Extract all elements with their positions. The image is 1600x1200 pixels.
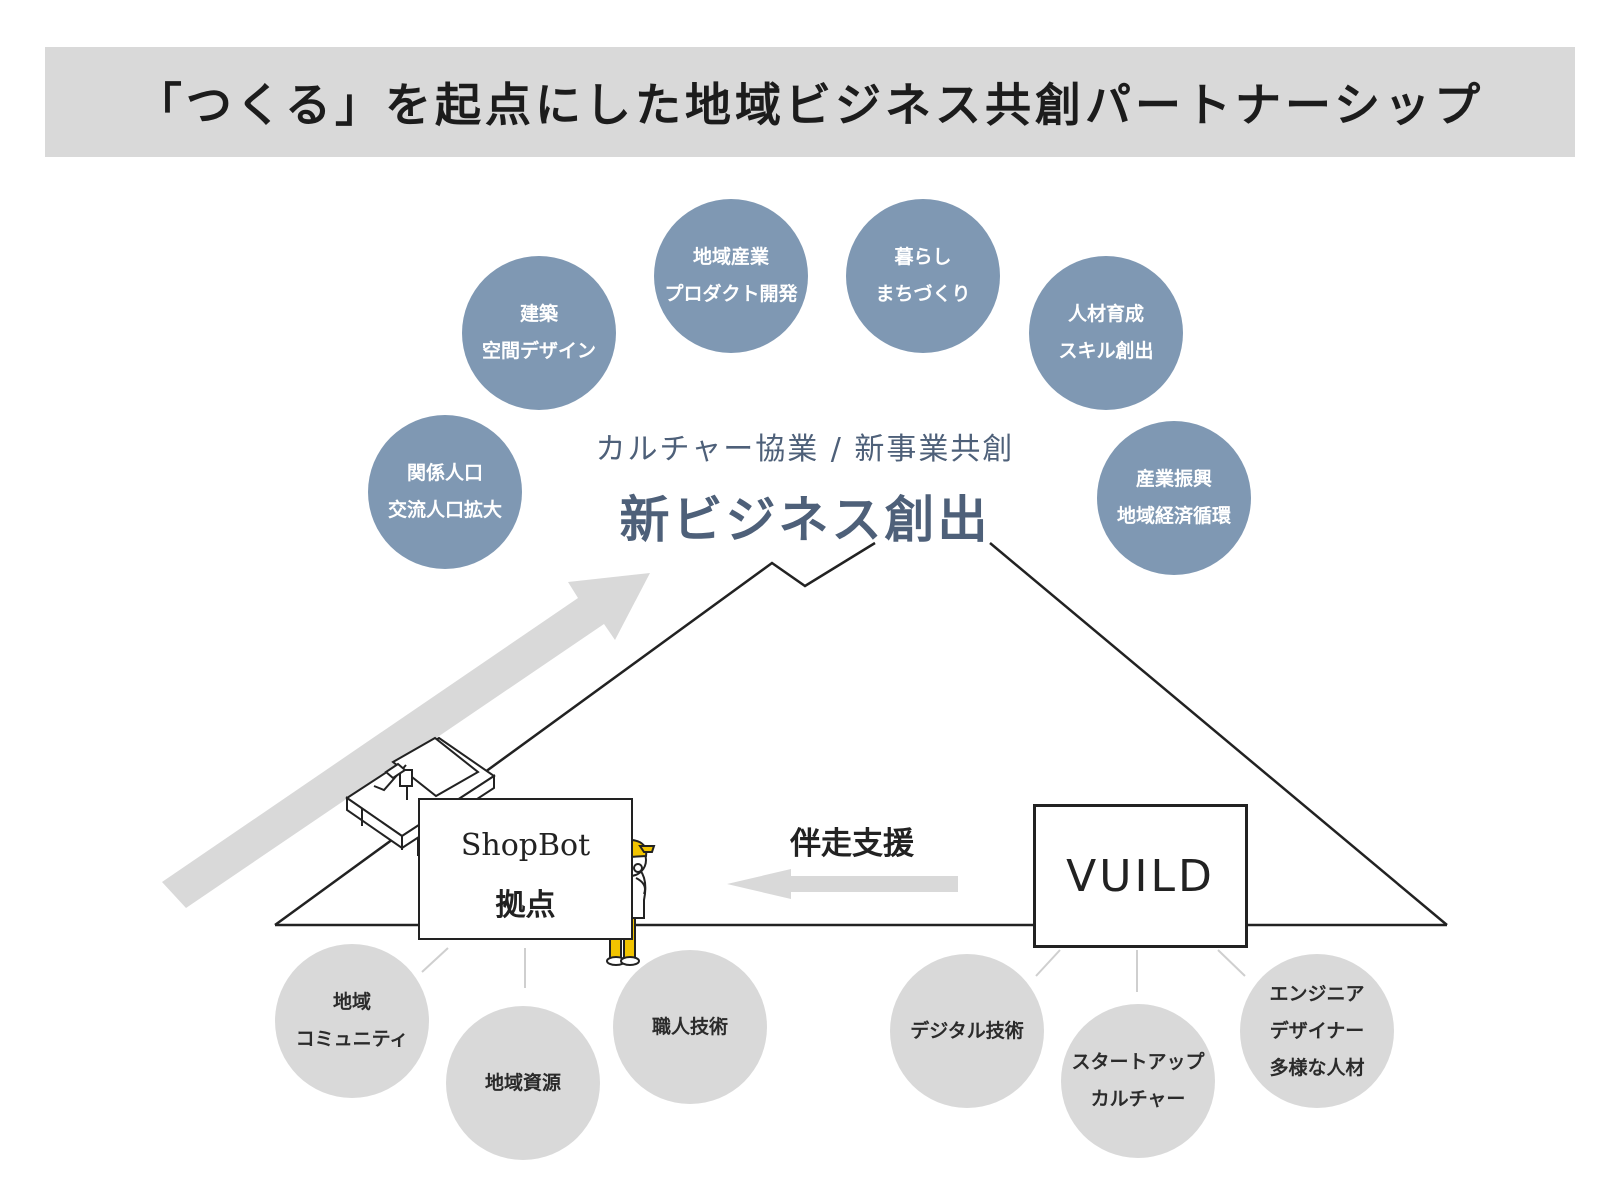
resource-circle-digital-technology: デジタル技術 — [890, 954, 1044, 1108]
resource-label: コミュニティ — [295, 1028, 409, 1050]
resource-label: デジタル技術 — [910, 1019, 1024, 1042]
resource-label: 職人技術 — [651, 1015, 728, 1038]
vuild-name: VUILD — [1066, 850, 1215, 902]
shopbot-name: ShopBot — [460, 828, 591, 863]
outcome-circle-industry-promotion: 産業振興 地域経済循環 — [1097, 421, 1251, 575]
outcome-label: 暮らし — [894, 246, 952, 268]
outcome-label: 地域産業 — [692, 246, 769, 268]
resource-circle-startup-culture: スタートアップ カルチャー — [1061, 1004, 1215, 1158]
support-label: 伴走支援 — [790, 826, 914, 862]
resource-circle-craftsmanship: 職人技術 — [613, 950, 767, 1104]
outcome-label: 産業振興 — [1135, 468, 1212, 490]
resource-label: デザイナー — [1269, 1019, 1365, 1042]
resource-label: エンジニア — [1269, 982, 1365, 1005]
growth-arrow — [162, 573, 650, 908]
shopbot-sub-label: 拠点 — [495, 888, 556, 923]
outcome-label: 空間デザイン — [481, 340, 596, 362]
outcome-circle-local-industry: 地域産業 プロダクト開発 — [654, 199, 808, 353]
title-bar: 「つくる」を起点にした地域ビジネス共創パートナーシップ — [45, 47, 1575, 157]
connector-line — [1217, 949, 1246, 977]
outcome-label: スキル創出 — [1058, 340, 1154, 362]
outcome-label: 地域経済循環 — [1116, 505, 1231, 527]
page-title: 「つくる」を起点にした地域ビジネス共創パートナーシップ — [135, 78, 1485, 132]
outcome-label: 建築 — [519, 303, 558, 325]
outcome-circle-talent-development: 人材育成 スキル創出 — [1029, 256, 1183, 410]
outcome-circle-relationship-population: 関係人口 交流人口拡大 — [368, 415, 522, 569]
connector-line — [1035, 949, 1061, 977]
shopbot-box — [418, 798, 633, 940]
mountain-outline — [274, 541, 876, 927]
outcome-label: まちづくり — [875, 283, 971, 305]
resource-circle-local-resources: 地域資源 — [446, 1006, 600, 1160]
resource-label: カルチャー — [1090, 1088, 1186, 1110]
support-arrow — [727, 869, 958, 899]
resource-label: 地域資源 — [484, 1071, 561, 1094]
outcome-circle-architecture: 建築 空間デザイン — [462, 256, 616, 410]
resource-circle-diverse-talent: エンジニア デザイナー 多様な人材 — [1240, 954, 1394, 1108]
connector-line — [421, 947, 449, 973]
outcome-label: 交流人口拡大 — [387, 499, 502, 521]
center-subtitle: カルチャー協業 / 新事業共創 — [595, 432, 1015, 467]
resource-label: スタートアップ — [1071, 1051, 1205, 1073]
resource-circle-local-community: 地域 コミュニティ — [275, 944, 429, 1098]
vuild-box: VUILD — [1033, 804, 1248, 948]
center-main-title: 新ビジネス創出 — [619, 491, 991, 549]
resource-label: 地域 — [332, 991, 371, 1013]
outcome-label: 人材育成 — [1067, 303, 1144, 325]
outcome-circle-living: 暮らし まちづくり — [846, 199, 1000, 353]
outcome-label: 関係人口 — [406, 462, 483, 484]
resource-label: 多様な人材 — [1269, 1056, 1365, 1079]
mountain-outline-right — [989, 542, 1448, 926]
outcome-label: プロダクト開発 — [664, 283, 798, 305]
